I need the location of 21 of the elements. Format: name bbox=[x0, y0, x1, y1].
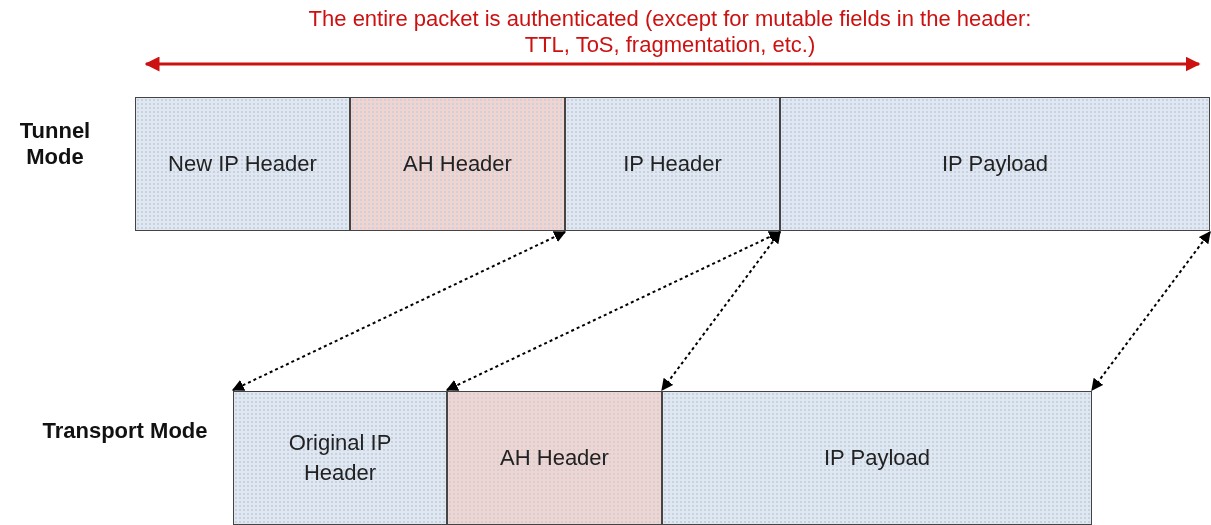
double-arrow bbox=[231, 231, 567, 391]
header-field bbox=[447, 391, 662, 525]
header-field bbox=[135, 97, 350, 231]
field-label: IP Payload bbox=[824, 444, 930, 473]
field-label: IP Header bbox=[623, 150, 722, 179]
field-label: New IP Header bbox=[168, 150, 317, 179]
header-field bbox=[350, 97, 565, 231]
field-label: AH Header bbox=[500, 444, 609, 473]
double-arrow bbox=[1091, 231, 1211, 391]
field-label: AH Header bbox=[403, 150, 512, 179]
row-label: Transport Mode bbox=[41, 418, 209, 445]
double-arrow bbox=[661, 231, 781, 391]
field-label: IP Payload bbox=[942, 150, 1048, 179]
field-label: Original IP Header bbox=[287, 429, 393, 487]
annotation-text: The entire packet is authenticated (except for mutable fields in the header: TTL, ToS, fragmentation, etc.) bbox=[307, 6, 1033, 59]
header-field bbox=[565, 97, 780, 231]
payload-field bbox=[662, 391, 1092, 525]
row-label: Tunnel Mode bbox=[18, 118, 92, 171]
header-field bbox=[233, 391, 447, 525]
payload-field bbox=[780, 97, 1210, 231]
double-arrow bbox=[445, 231, 782, 391]
